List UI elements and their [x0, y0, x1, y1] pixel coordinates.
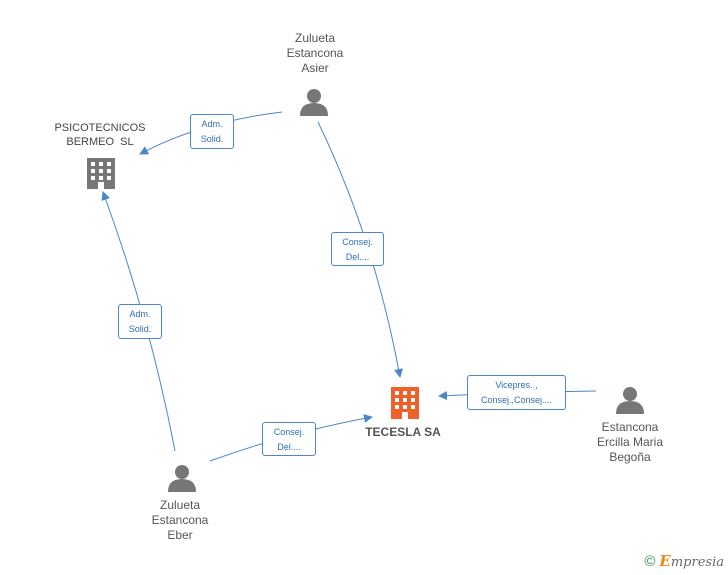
- building-icon[interactable]: [87, 158, 115, 189]
- main-building-icon[interactable]: [391, 387, 419, 419]
- person-icon[interactable]: [300, 89, 328, 116]
- edge-label-asier-psicotecnicos[interactable]: Adm. Solid.: [190, 114, 234, 149]
- person-icon[interactable]: [168, 465, 196, 492]
- node-label-tecesla[interactable]: TECESLA SA: [365, 425, 441, 439]
- node-label-zulueta-asier[interactable]: Zulueta Estancona Asier: [286, 31, 344, 75]
- node-label-psicotecnicos[interactable]: PSICOTECNICOS BERMEO SL: [54, 122, 146, 148]
- edge-label-eber-tecesla[interactable]: Consej. Del....: [262, 422, 316, 456]
- brand-logo[interactable]: Empresia: [659, 552, 724, 570]
- node-label-zulueta-eber[interactable]: Zulueta Estancona Eber: [151, 498, 209, 542]
- edge-label-eber-psicotecnicos[interactable]: Adm. Solid.: [118, 304, 162, 339]
- person-icon[interactable]: [616, 387, 644, 414]
- edge-label-begona-tecesla[interactable]: Vicepres. , Consej.,Consej....: [467, 375, 566, 410]
- node-label-estancona-begona[interactable]: Estancona Ercilla Maria Begoña: [596, 420, 663, 464]
- copyright-icon: ©: [644, 552, 656, 570]
- edge-label-asier-tecesla[interactable]: Consej. Del....: [331, 232, 384, 266]
- brand-footer: © Empresia: [644, 552, 724, 570]
